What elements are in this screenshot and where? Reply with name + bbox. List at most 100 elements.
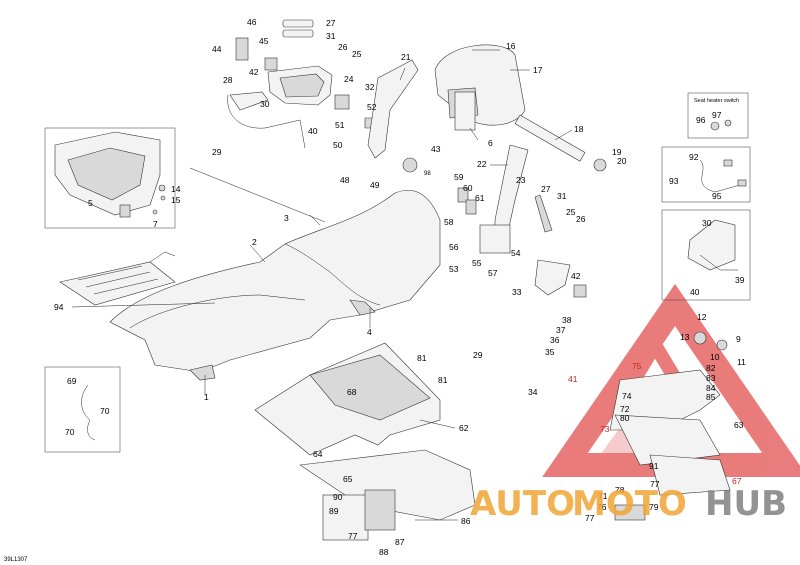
callout-58: 58 (444, 217, 454, 227)
callout-27b: 27 (541, 184, 551, 194)
callout-64: 64 (313, 449, 323, 459)
callout-51: 51 (335, 120, 345, 130)
callout-25b: 25 (566, 207, 576, 217)
backrest-mounting-parts (227, 19, 419, 173)
callout-55: 55 (472, 258, 482, 268)
callout-42b: 42 (571, 271, 581, 281)
callout-98: 98 (424, 171, 431, 177)
callout-4: 4 (367, 327, 372, 337)
callout-11: 11 (737, 357, 746, 367)
callout-56: 56 (449, 242, 459, 252)
callout-94: 94 (54, 302, 64, 312)
callout-70b: 70 (65, 427, 75, 437)
callout-31a: 31 (326, 31, 336, 41)
callout-61: 61 (475, 193, 485, 203)
callout-35: 35 (545, 347, 555, 357)
callout-34: 34 (528, 387, 538, 397)
callout-40a: 40 (308, 126, 318, 136)
callout-97: 97 (712, 110, 722, 120)
callout-5: 5 (88, 198, 93, 208)
callout-3: 3 (284, 213, 289, 223)
callout-74: 74 (622, 391, 632, 401)
leader-lines (71, 49, 573, 521)
callout-81a: 81 (417, 353, 427, 363)
watermark-word-moto: MOTO (572, 484, 687, 524)
seat-heater-module-inset (661, 209, 751, 301)
seat-heating-pad (59, 251, 176, 306)
callout-42a: 42 (249, 67, 259, 77)
callout-77c: 77 (348, 531, 358, 541)
callout-76: 76 (597, 502, 607, 512)
callout-27a: 27 (326, 18, 336, 28)
callout-18: 18 (574, 124, 584, 134)
callout-15: 15 (171, 195, 181, 205)
callout-49: 49 (370, 180, 380, 190)
callout-labels: 1 2 3 4 5 6 7 9 10 11 12 13 14 15 16 17 … (54, 17, 746, 557)
callout-20: 20 (617, 156, 627, 166)
callout-30a: 30 (260, 99, 270, 109)
callout-88: 88 (379, 547, 389, 557)
main-seat-assembly (109, 190, 441, 381)
callout-19: 19 (612, 147, 622, 157)
callout-87: 87 (395, 537, 405, 547)
callout-26a: 26 (338, 42, 348, 52)
callout-70a: 70 (100, 406, 110, 416)
callout-90: 90 (333, 492, 343, 502)
callout-44: 44 (212, 44, 222, 54)
callout-45: 45 (259, 36, 269, 46)
callout-82: 82 (706, 363, 716, 373)
callout-30b: 30 (702, 218, 712, 228)
callout-68: 68 (347, 387, 357, 397)
callout-25a: 25 (352, 49, 362, 59)
callout-77b: 77 (585, 513, 595, 523)
callout-57: 57 (488, 268, 498, 278)
callout-23: 23 (516, 175, 526, 185)
wiring-harness-inset (661, 146, 751, 203)
callout-43: 43 (431, 144, 441, 154)
callout-1: 1 (204, 392, 209, 402)
rear-frame-assembly (609, 331, 731, 521)
callout-85: 85 (706, 392, 716, 402)
callout-59: 59 (454, 172, 464, 182)
callout-72: 72 (620, 404, 630, 414)
callout-9: 9 (736, 334, 741, 344)
callout-80: 80 (620, 413, 630, 423)
callout-22: 22 (477, 159, 487, 169)
callout-83: 83 (706, 373, 716, 383)
callout-75: 75 (632, 361, 642, 371)
under-seat-storage-tray (254, 342, 476, 541)
callout-36: 36 (550, 335, 560, 345)
backrest-pad (434, 44, 607, 172)
callout-92: 92 (689, 152, 699, 162)
callout-29a: 29 (212, 147, 222, 157)
callout-96: 96 (696, 115, 706, 125)
callout-38: 38 (562, 315, 572, 325)
callout-31b: 31 (557, 191, 567, 201)
callout-95: 95 (712, 191, 722, 201)
callout-12: 12 (697, 312, 707, 322)
callout-77a: 77 (650, 479, 660, 489)
document-id: 39L1307 (4, 557, 28, 563)
callout-79: 79 (649, 502, 659, 512)
callout-33: 33 (512, 287, 522, 297)
callout-14: 14 (171, 184, 181, 194)
watermark-word-auto: AUTO (470, 484, 575, 524)
seat-heater-switch-inset: Seat heater switch (687, 92, 749, 139)
callout-46: 46 (247, 17, 257, 27)
callout-28: 28 (223, 75, 233, 85)
callout-10: 10 (710, 352, 720, 362)
callout-69: 69 (67, 376, 77, 386)
callout-13: 13 (680, 332, 690, 342)
callout-60: 60 (463, 183, 473, 193)
watermark-word-hub: HUB (705, 484, 787, 524)
callout-73: 73 (600, 424, 610, 434)
callout-52: 52 (367, 102, 377, 112)
callout-40b: 40 (690, 287, 700, 297)
callout-17: 17 (533, 65, 543, 75)
callout-65: 65 (343, 474, 353, 484)
callout-24: 24 (344, 74, 354, 84)
inset-title: Seat heater switch (694, 98, 739, 104)
callout-62: 62 (459, 423, 469, 433)
callout-86: 86 (461, 516, 471, 526)
